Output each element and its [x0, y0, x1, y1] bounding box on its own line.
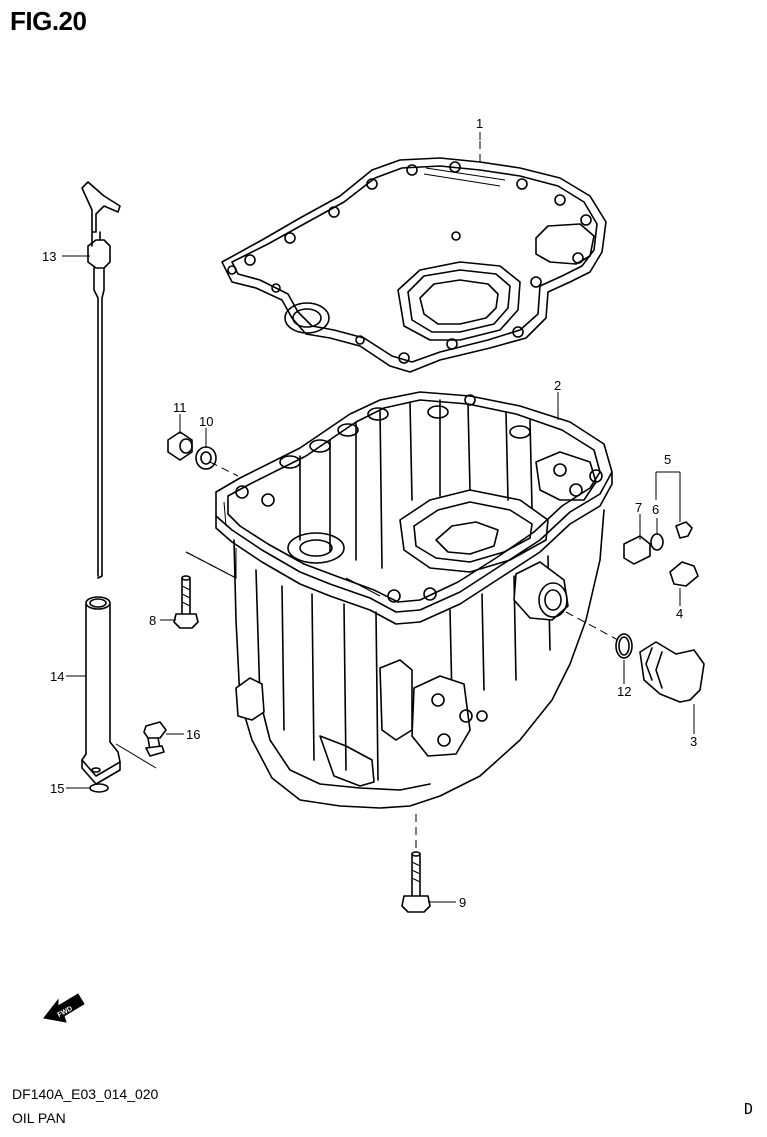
gasket-part	[221, 157, 607, 373]
fwd-arrow-icon: FWD	[43, 993, 85, 1023]
cap-4-part	[669, 561, 699, 587]
callout-labels: 1 2 3 4 5 6 7 8 9 10 11 12 13 14 15 16	[42, 116, 697, 910]
callout-9: 9	[459, 895, 466, 910]
callout-4: 4	[676, 606, 683, 621]
callout-10: 10	[199, 414, 213, 429]
bolt-8-part	[173, 575, 199, 629]
callout-1: 1	[476, 116, 483, 131]
dipstick-part	[81, 181, 121, 579]
callout-5: 5	[664, 452, 671, 467]
bracket-line-left	[185, 548, 237, 579]
callout-3: 3	[690, 734, 697, 749]
callout-16: 16	[186, 727, 200, 742]
fitting-7-part	[623, 535, 651, 565]
callout-7: 7	[635, 500, 642, 515]
diagram-name: OIL PAN	[12, 1110, 66, 1126]
bolt-9-part	[401, 851, 431, 913]
callout-2: 2	[554, 378, 561, 393]
oil-filter-union-part	[639, 641, 705, 703]
bracket-line-tube	[115, 743, 157, 769]
bolt-16-part	[143, 721, 167, 757]
figure-title: FIG.20	[10, 6, 87, 36]
callout-11: 11	[173, 400, 187, 415]
guide-tube-part	[81, 596, 121, 793]
callout-6: 6	[652, 502, 659, 517]
washer-part	[195, 446, 217, 470]
callout-14: 14	[50, 669, 64, 684]
callout-15: 15	[50, 781, 64, 796]
o-ring-12-part	[615, 633, 633, 659]
callout-12: 12	[617, 684, 631, 699]
leader-lines	[62, 132, 695, 903]
callout-8: 8	[149, 613, 156, 628]
diagram-code: DF140A_E03_014_020	[12, 1086, 159, 1102]
o-ring-6-part	[650, 533, 664, 551]
drain-plug-part	[167, 431, 193, 461]
assembly-line-union	[565, 611, 619, 641]
sensor-5-part	[675, 521, 693, 539]
corner-letter: D	[744, 1100, 754, 1118]
oil-pan-part	[215, 391, 613, 809]
callout-13: 13	[42, 249, 56, 264]
assembly-line-plug	[209, 461, 239, 477]
